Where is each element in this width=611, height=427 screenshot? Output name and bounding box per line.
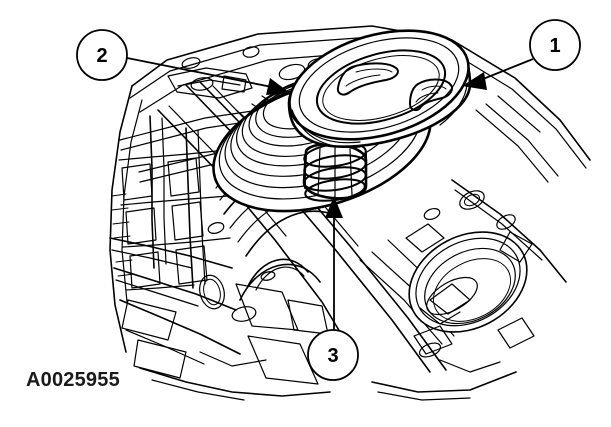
callout-1-arrowhead — [462, 72, 487, 90]
callout-3[interactable]: 3 — [307, 196, 359, 381]
callout-1[interactable]: 1 — [462, 19, 581, 90]
callout-1-leader — [477, 58, 534, 82]
callout-2-arrowhead — [266, 78, 290, 95]
figure-caption: A0025955 — [26, 369, 120, 391]
callout-3-label: 3 — [327, 345, 338, 367]
callout-1-circle[interactable] — [529, 19, 581, 71]
callout-2[interactable]: 2 — [76, 29, 290, 95]
secondary-bore — [408, 231, 528, 333]
callout-2-circle[interactable] — [76, 29, 128, 81]
callout-3-circle[interactable] — [307, 329, 359, 381]
filter-cap-disc — [287, 29, 472, 149]
callout-2-label: 2 — [96, 45, 107, 67]
callout-2-leader — [126, 57, 273, 88]
callout-3-arrowhead — [325, 196, 343, 218]
callout-1-label: 1 — [549, 35, 560, 57]
